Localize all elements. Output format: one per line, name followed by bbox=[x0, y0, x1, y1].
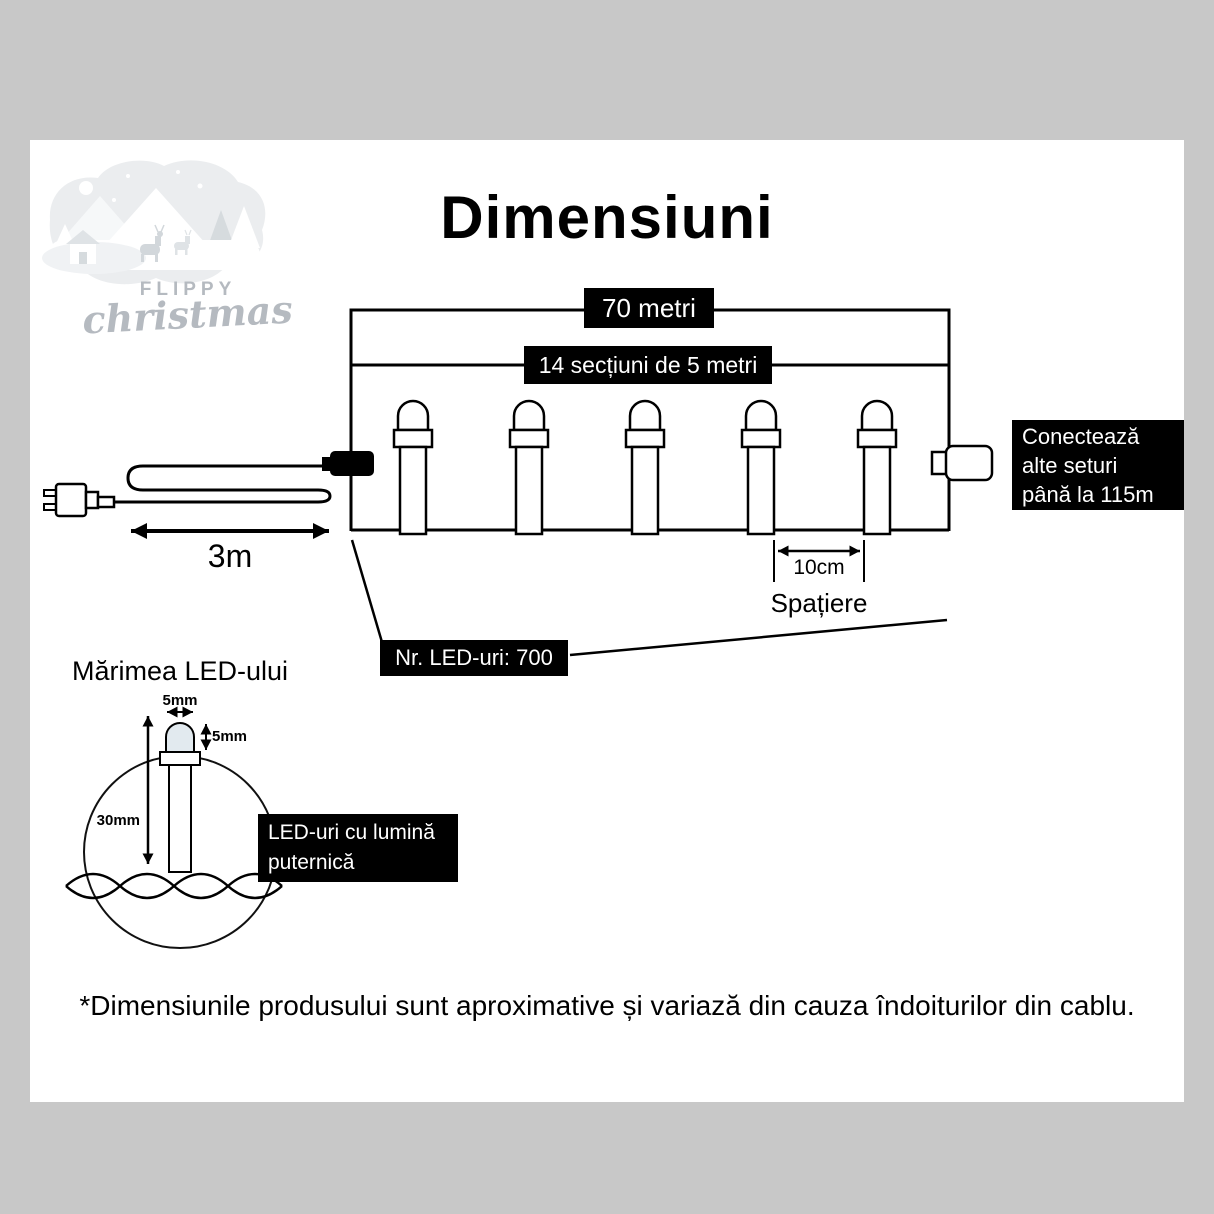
led-brightness-line: LED-uri cu lumină bbox=[268, 821, 435, 844]
house-door bbox=[79, 252, 87, 264]
deer-icon bbox=[140, 224, 165, 262]
led-dome-height-text: 5mm bbox=[212, 728, 248, 745]
led-width-text: 5mm bbox=[162, 692, 198, 709]
house-roof-icon bbox=[66, 230, 100, 244]
led-bulb bbox=[392, 399, 434, 536]
led-bulb bbox=[624, 399, 666, 536]
logo-wordmark: FLIPPY bbox=[139, 279, 237, 300]
connector-note-line: până la 115m bbox=[1022, 481, 1154, 507]
star-icon bbox=[126, 174, 130, 178]
led-detail-arrows bbox=[142, 706, 212, 864]
tree-icon bbox=[208, 210, 234, 246]
page-title: Dimensiuni bbox=[440, 184, 774, 251]
star-icon bbox=[112, 198, 116, 202]
pointer-line-left bbox=[350, 539, 386, 650]
led-length-text: 30mm bbox=[96, 812, 140, 829]
disclaimer-text: *Dimensiunile produsului sunt aproximati… bbox=[79, 990, 1135, 1021]
led-brightness-line: puternică bbox=[268, 851, 355, 874]
led-detail-bulb bbox=[159, 722, 201, 873]
led-brightness-label: LED-uri cu lumină puternică bbox=[258, 814, 458, 882]
tree-icon bbox=[228, 206, 260, 248]
moon-icon bbox=[79, 181, 93, 195]
led-bulbs bbox=[392, 399, 898, 536]
led-bulb bbox=[508, 399, 550, 536]
connector-note-line: Conectează bbox=[1022, 423, 1140, 449]
power-plug-icon bbox=[43, 482, 116, 518]
spacing-label-text: Spațiere bbox=[770, 588, 868, 618]
connector-note-label: Conectează alte seturi până la 115m bbox=[1012, 420, 1184, 510]
inline-connector-icon bbox=[322, 451, 374, 476]
spacing-value-text: 10cm bbox=[793, 556, 845, 579]
lead-length-text: 3m bbox=[207, 538, 253, 574]
end-connector-icon bbox=[930, 444, 994, 482]
led-bulb bbox=[740, 399, 782, 536]
sections-label: 14 secțiuni de 5 metri bbox=[524, 346, 772, 384]
star-icon bbox=[197, 183, 203, 189]
connector-note-line: alte seturi bbox=[1022, 452, 1118, 478]
total-length-label: 70 metri bbox=[584, 288, 714, 328]
led-bulb bbox=[856, 399, 898, 536]
twisted-wire-icon bbox=[65, 872, 283, 900]
brand-logo bbox=[42, 160, 266, 285]
led-size-heading: Mărimea LED-ului bbox=[71, 656, 289, 686]
deer-icon bbox=[174, 229, 192, 255]
star-icon bbox=[176, 170, 180, 174]
mountain-icon bbox=[106, 188, 206, 244]
pointer-line-right bbox=[569, 618, 948, 657]
led-size-detail bbox=[65, 706, 283, 949]
measure-spacing bbox=[773, 540, 865, 582]
lead-wire bbox=[112, 464, 332, 504]
logo-scene bbox=[42, 160, 266, 285]
led-count-label: Nr. LED-uri: 700 bbox=[380, 640, 568, 676]
